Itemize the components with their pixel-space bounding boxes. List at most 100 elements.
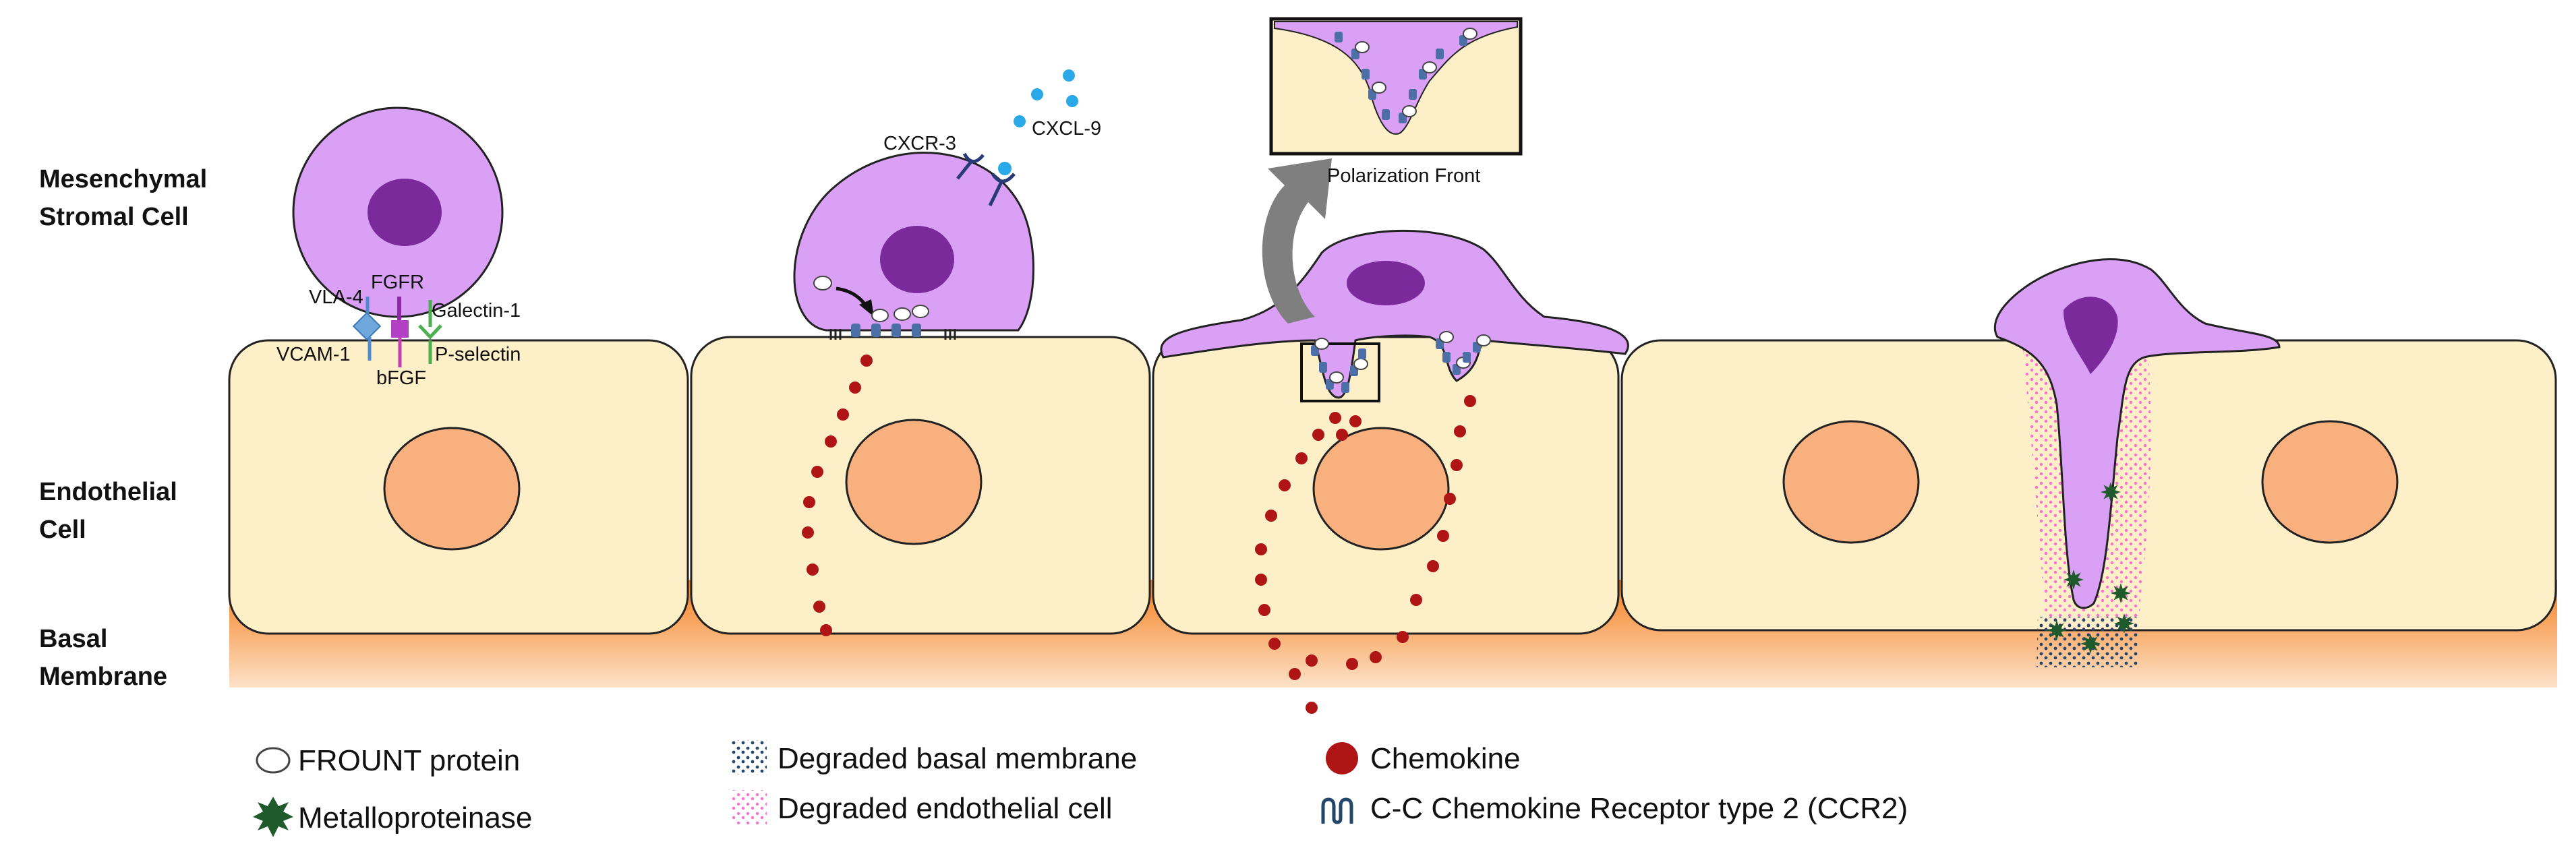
legend-chemokine-label: Chemokine <box>1370 742 1521 775</box>
legend-degraded-ec-swatch <box>732 790 767 825</box>
ccr2-cluster <box>829 305 956 340</box>
row-label-msc-line2: Stromal Cell <box>39 203 189 231</box>
chemokine-particle <box>1370 651 1382 663</box>
inset-label: Polarization Front <box>1327 165 1480 187</box>
chemokine-particles <box>802 355 1476 714</box>
msc-nucleus-round <box>368 179 442 246</box>
ccr2-receptor <box>1358 348 1366 359</box>
endothelial-nucleus-1 <box>383 427 521 551</box>
legend-ccr2-label: C-C Chemokine Receptor type 2 (CCR2) <box>1370 792 1908 825</box>
metalloproteinase-particle <box>2111 583 2131 603</box>
ccr2-receptor <box>1362 69 1370 80</box>
metalloproteinase-particle <box>2047 620 2067 640</box>
chemokine-particle <box>813 601 825 613</box>
chemokine-particle <box>849 382 861 394</box>
legend-degraded-bm-label: Degraded basal membrane <box>778 742 1137 775</box>
endothelial-nucleus-4 <box>1782 420 1920 544</box>
metalloproteinase-particles <box>2047 482 2134 654</box>
cxcl9-free-4 <box>1014 115 1026 127</box>
ccr2-receptor <box>1335 32 1343 42</box>
chemokine-particle <box>1410 594 1422 606</box>
chemokine-particle <box>1289 668 1301 680</box>
ccr2-receptor <box>1409 89 1417 100</box>
legend-degraded-ec-label: Degraded endothelial cell <box>778 792 1113 825</box>
legend-chemokine-swatch <box>1326 742 1358 774</box>
msc-stage-polarization: Polarization Front <box>1160 17 1629 402</box>
chemokine-particle <box>1451 459 1463 471</box>
chemokine-particle <box>802 526 814 539</box>
msc-stage-adhesion: VLA-4 FGFR Galectin-1 VCAM-1 bFGF P-sele… <box>276 106 521 389</box>
chemokine-particle <box>1464 395 1476 407</box>
endothelial-nucleus-5 <box>2261 420 2399 544</box>
endothelial-nucleus-2 <box>845 419 983 545</box>
label-bfgf: bFGF <box>376 367 426 389</box>
cxcl9-free-3 <box>1066 95 1078 107</box>
row-label-endothelial-line1: Endothelial <box>39 478 177 506</box>
frount-protein-free <box>813 276 832 291</box>
frount-protein <box>1463 28 1477 40</box>
chemokine-particle <box>1306 702 1318 714</box>
chemokine-particle <box>811 466 823 478</box>
msc-nucleus-migrating <box>2063 297 2118 374</box>
frount-protein <box>1355 41 1370 53</box>
ccr2-receptor <box>1436 49 1444 59</box>
chemokine-particle <box>820 624 832 636</box>
metalloproteinase-particle <box>2101 482 2121 502</box>
row-labels: Mesenchymal Stromal Cell Endothelial Cel… <box>39 165 207 691</box>
chemokine-particle <box>1258 604 1270 616</box>
legend-mmp-swatch <box>253 797 293 837</box>
frount-protein <box>1402 105 1417 117</box>
chemokine-particle <box>837 408 849 421</box>
frount-protein <box>1329 371 1344 384</box>
label-fgfr: FGFR <box>371 272 424 293</box>
chemokine-particle <box>1279 479 1291 491</box>
legend: FROUNT protein Metalloproteinase Degrade… <box>253 740 1908 837</box>
chemokine-particle <box>1349 415 1362 427</box>
ccr2-receptor <box>1341 382 1349 393</box>
msc-cell-migrating <box>1993 258 2281 609</box>
chemokine-particle <box>1329 412 1341 424</box>
row-label-basal-line1: Basal <box>39 625 107 653</box>
legend-mmp-label: Metalloproteinase <box>298 801 532 834</box>
chemokine-particle <box>825 435 837 448</box>
chemokine-particle <box>1295 452 1308 464</box>
chemokine-particle <box>1397 631 1409 643</box>
label-vcam1: VCAM-1 <box>276 344 351 365</box>
chemokine-particle <box>1346 658 1358 670</box>
endothelial-cells <box>228 336 2557 635</box>
frount-protein <box>1314 338 1329 350</box>
row-label-basal-line2: Membrane <box>39 663 167 691</box>
ccr2-receptor <box>1463 352 1471 363</box>
inset-cell-protrusion <box>1274 21 1518 135</box>
label-pselectin: P-selectin <box>435 344 521 365</box>
row-label-endothelial-line2: Cell <box>39 516 86 544</box>
metalloproteinase-particle <box>2080 634 2101 654</box>
msc-nucleus-dome <box>880 226 954 293</box>
ccr2-receptor <box>1442 352 1451 363</box>
row-label-msc-line1: Mesenchymal <box>39 165 207 193</box>
galectin1-molecule <box>418 324 442 340</box>
metalloproteinase-particle <box>2063 570 2084 590</box>
frount-protein <box>1372 82 1386 94</box>
chemokine-particle <box>803 496 815 508</box>
cxcl9-bound <box>998 162 1012 175</box>
label-cxcr3: CXCR-3 <box>883 133 956 154</box>
metalloproteinase-particle <box>2114 613 2134 634</box>
chemokine-particle <box>1437 530 1449 542</box>
frount-protein <box>1353 358 1368 370</box>
chemokine-particle <box>1265 510 1277 522</box>
chemokine-particle <box>1444 493 1456 505</box>
cxcl9-free-1 <box>1063 69 1075 82</box>
legend-ccr2-swatch <box>1321 797 1353 824</box>
ccr2-receptor <box>1319 362 1327 373</box>
legend-frount-label: FROUNT protein <box>298 744 520 777</box>
endothelial-nucleus-3 <box>1312 427 1450 551</box>
chemokine-particle <box>1255 574 1267 586</box>
msc-cell-spread <box>1160 229 1629 399</box>
chemokine-particle <box>1454 425 1466 437</box>
fgfr-receptor <box>391 320 409 338</box>
msc-nucleus-spread <box>1347 261 1425 305</box>
zoom-arrow <box>1262 158 1332 324</box>
chemokine-particle <box>807 563 819 576</box>
